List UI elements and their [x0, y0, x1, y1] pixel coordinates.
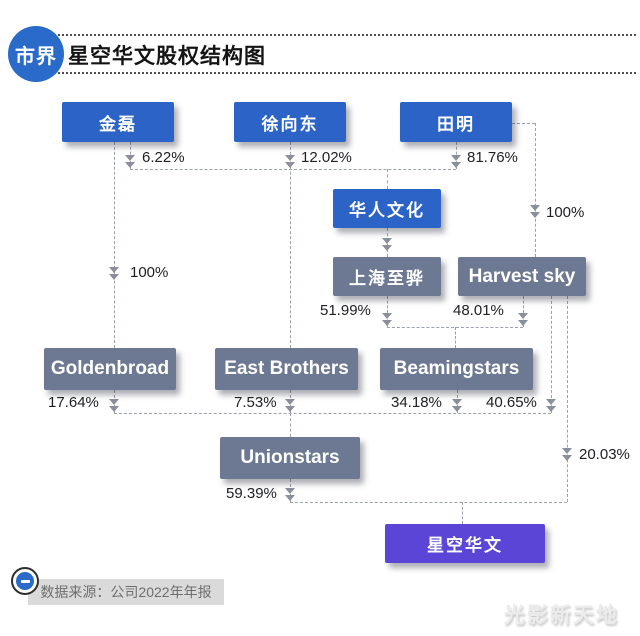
arrow-down-icon [125, 155, 135, 169]
page-title: 星空华文股权结构图 [68, 45, 266, 68]
collector-line-xingkong [290, 502, 567, 503]
node-label: Goldenbroad [50, 358, 170, 379]
node-xingkong-huawen: 星空华文 [385, 524, 545, 563]
shijie-logo: 市界 [8, 26, 64, 82]
arrow-down-icon [562, 448, 572, 462]
pct-harvestsky-beamingstars: 48.01% [453, 302, 504, 319]
header-top-dotted-line [46, 34, 636, 36]
connector-collector2-beamingstars [455, 327, 456, 348]
collector-line-huaren [130, 169, 456, 170]
pct-goldenbroad-unionstars: 17.64% [48, 394, 99, 411]
connector-collector3-unionstars [290, 413, 291, 437]
node-xu-xiang-dong: 徐向东 [234, 102, 346, 142]
arrow-down-icon [382, 238, 392, 252]
connector-shanghaizhihua-collector [387, 296, 388, 327]
node-label: 金磊 [99, 114, 137, 134]
node-label: 上海至骅 [349, 269, 425, 288]
node-tian-ming: 田明 [400, 102, 512, 142]
arrow-down-icon [382, 313, 392, 327]
node-harvest-sky: Harvest sky [458, 257, 586, 296]
watermark-text: 光影新天地 [504, 604, 619, 627]
node-jin-lei: 金磊 [62, 102, 174, 142]
pct-beamingstars-unionstars: 34.18% [391, 394, 442, 411]
connector-jinlei-goldenbroad [114, 142, 115, 348]
pct-eastbrothers-unionstars: 7.53% [234, 394, 277, 411]
arrow-down-icon [285, 399, 295, 413]
collector-line-beamingstars [387, 327, 523, 328]
arrow-down-icon [109, 267, 119, 281]
node-label: 田明 [437, 114, 475, 134]
node-label: 星空华文 [427, 536, 503, 555]
arrow-down-icon [109, 399, 119, 413]
node-label: Harvest sky [468, 265, 576, 287]
node-east-brothers: East Brothers [215, 348, 358, 390]
data-source-text: 数据来源：公司2022年年报 [40, 584, 212, 600]
pct-tianming-huaren: 81.76% [467, 149, 518, 166]
arrow-down-icon [285, 155, 295, 169]
connector-collector4-xingkong [462, 502, 463, 524]
node-unionstars: Unionstars [220, 437, 360, 479]
pct-unionstars-xingkong: 59.39% [226, 485, 277, 502]
node-label: East Brothers [224, 358, 349, 379]
connector-xuxiangdong-eastbrothers [290, 142, 291, 348]
pct-harvestsky-unionstars: 40.65% [486, 394, 537, 411]
connector-harvestsky-collector4 [567, 296, 568, 502]
minus-circle-icon [11, 567, 39, 595]
data-source-bar: 数据来源：公司2022年年报 [28, 579, 224, 605]
connector-harvestsky-collector2 [523, 296, 524, 327]
node-shanghai-zhihua: 上海至骅 [333, 257, 441, 296]
connector-harvestsky-collector3 [551, 296, 552, 413]
pct-jinlei-huaren: 6.22% [142, 149, 185, 166]
arrow-down-icon [530, 205, 540, 219]
node-label: 徐向东 [261, 114, 319, 134]
node-label: Beamingstars [393, 358, 520, 379]
connector-tianming-harvestsky [535, 123, 536, 257]
node-label: Unionstars [240, 447, 340, 468]
node-label: 华人文化 [349, 201, 425, 220]
arrow-down-icon [518, 313, 528, 327]
collector-line-unionstars [114, 413, 551, 414]
pct-shanghaizhihua-beamingstars: 51.99% [320, 302, 371, 319]
pct-tianming-harvestsky: 100% [546, 204, 585, 221]
arrow-down-icon [451, 155, 461, 169]
node-goldenbroad: Goldenbroad [44, 348, 176, 390]
pct-xuxiangdong-huaren: 12.02% [301, 149, 352, 166]
node-beamingstars: Beamingstars [380, 348, 533, 390]
arrow-down-icon [285, 488, 295, 502]
pct-jinlei-goldenbroad: 100% [130, 264, 169, 281]
node-huaren-wenhua: 华人文化 [333, 189, 441, 228]
arrow-down-icon [452, 399, 462, 413]
connector-tianming-right [512, 123, 535, 124]
arrow-down-icon [546, 399, 556, 413]
pct-harvestsky-xingkong: 20.03% [579, 446, 630, 463]
header-bottom-dotted-line [46, 72, 636, 74]
connector-collector-huaren [387, 169, 388, 189]
